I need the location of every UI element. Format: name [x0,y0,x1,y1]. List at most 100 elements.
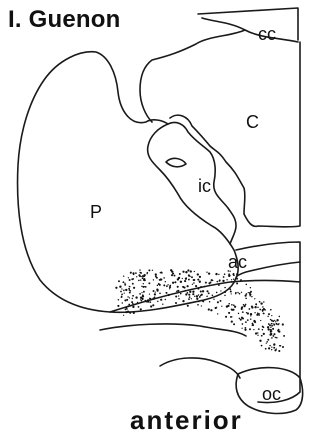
stipple-dot [238,313,240,315]
stipple-dot [180,281,182,283]
stipple-dot [254,298,255,299]
stipple-dot [160,299,162,301]
stipple-dot [180,293,181,294]
stipple-dot [275,337,276,338]
stipple-dot [209,301,211,303]
stipple-dot [121,288,122,289]
stipple-dot [261,345,262,346]
stipple-dot [231,281,233,283]
stipple-dot [273,333,275,335]
stipple-dot [260,320,261,321]
stipple-dot [218,284,220,286]
stipple-dot [175,295,177,297]
stipple-dot [204,299,205,300]
basal-bottom-outline [100,324,246,336]
stipple-dot [273,347,275,349]
stipple-dot [282,346,284,348]
stipple-dot [145,300,147,302]
stipple-dot [236,278,238,280]
stipple-dot [117,305,119,307]
stipple-dot [166,292,168,294]
stipple-dot [255,332,257,334]
stipple-dot [222,280,224,282]
stipple-dot [194,296,195,297]
stipple-dot [240,319,242,321]
stipple-dot [270,327,271,328]
stipple-dot [257,307,258,308]
stipple-dot [198,301,199,302]
stipple-dot [127,306,129,308]
stipple-dot [250,315,251,316]
stipple-dot [156,277,158,279]
stipple-dot [228,303,229,304]
stipple-dot [268,313,270,315]
stipple-dot [196,298,198,300]
stipple-dot [123,276,124,277]
stipple-dot [271,315,272,316]
stipple-dot [283,335,285,337]
stipple-dot [202,290,204,292]
stipple-dot [216,292,218,294]
stipple-dot [197,288,199,290]
stipple-dot [259,309,261,311]
stipple-dot [206,272,207,273]
stipple-dot [187,285,189,287]
stipple-dot [142,295,144,297]
stipple-dot [185,290,186,291]
stipple-dot [213,298,214,299]
stipple-dot [271,323,272,324]
stipple-dot [271,337,273,339]
stipple-dot [130,290,131,291]
stipple-dot [147,301,149,303]
label-oc: oc [262,384,281,404]
stipple-dot [246,284,248,286]
stipple-dot [159,292,161,294]
stipple-dot [242,323,244,325]
stipple-dot [275,321,276,322]
stipple-dot [263,313,264,314]
stipple-dot [202,301,204,303]
stipple-dot [249,292,251,294]
stipple-dot [125,289,127,291]
stipple-dot [274,320,275,321]
stipple-dot [245,304,247,306]
stipple-dot [187,305,189,307]
stipple-dot [250,313,252,315]
stipple-dot [257,335,258,336]
stipple-dot [208,292,210,294]
stipple-dot [272,320,274,322]
stipple-dot [152,270,153,271]
stipple-dot [178,298,180,300]
basal-curve-outline [160,358,240,378]
stipple-dot [279,316,281,318]
stipple-dot [132,303,134,305]
stipple-dot [167,284,168,285]
stipple-dot [157,290,159,292]
stipple-dot [143,291,145,293]
stipple-dot [267,339,269,341]
label-ic: ic [198,176,211,196]
stipple-dot [271,330,273,332]
stipple-dot [168,294,170,296]
stipple-dot [148,269,150,271]
stipple-dot [199,296,201,298]
stipple-dot [175,302,177,304]
stipple-dot [184,287,185,288]
label-p: P [90,202,102,222]
stipple-dot [142,275,144,277]
stipple-dot [138,280,140,282]
stipple-dot [266,341,268,343]
stipple-dot [262,306,263,307]
stipple-dot [192,291,194,293]
stipple-dot [241,308,243,310]
stipple-dot [179,273,181,275]
stipple-dot [206,290,208,292]
stipple-dot [240,279,242,281]
stipple-dot [132,295,134,297]
stipple-dot [124,299,126,301]
stipple-dot [199,276,201,278]
stipple-dot [115,287,117,289]
stipple-dot [132,298,133,299]
stipple-dot [224,273,226,275]
